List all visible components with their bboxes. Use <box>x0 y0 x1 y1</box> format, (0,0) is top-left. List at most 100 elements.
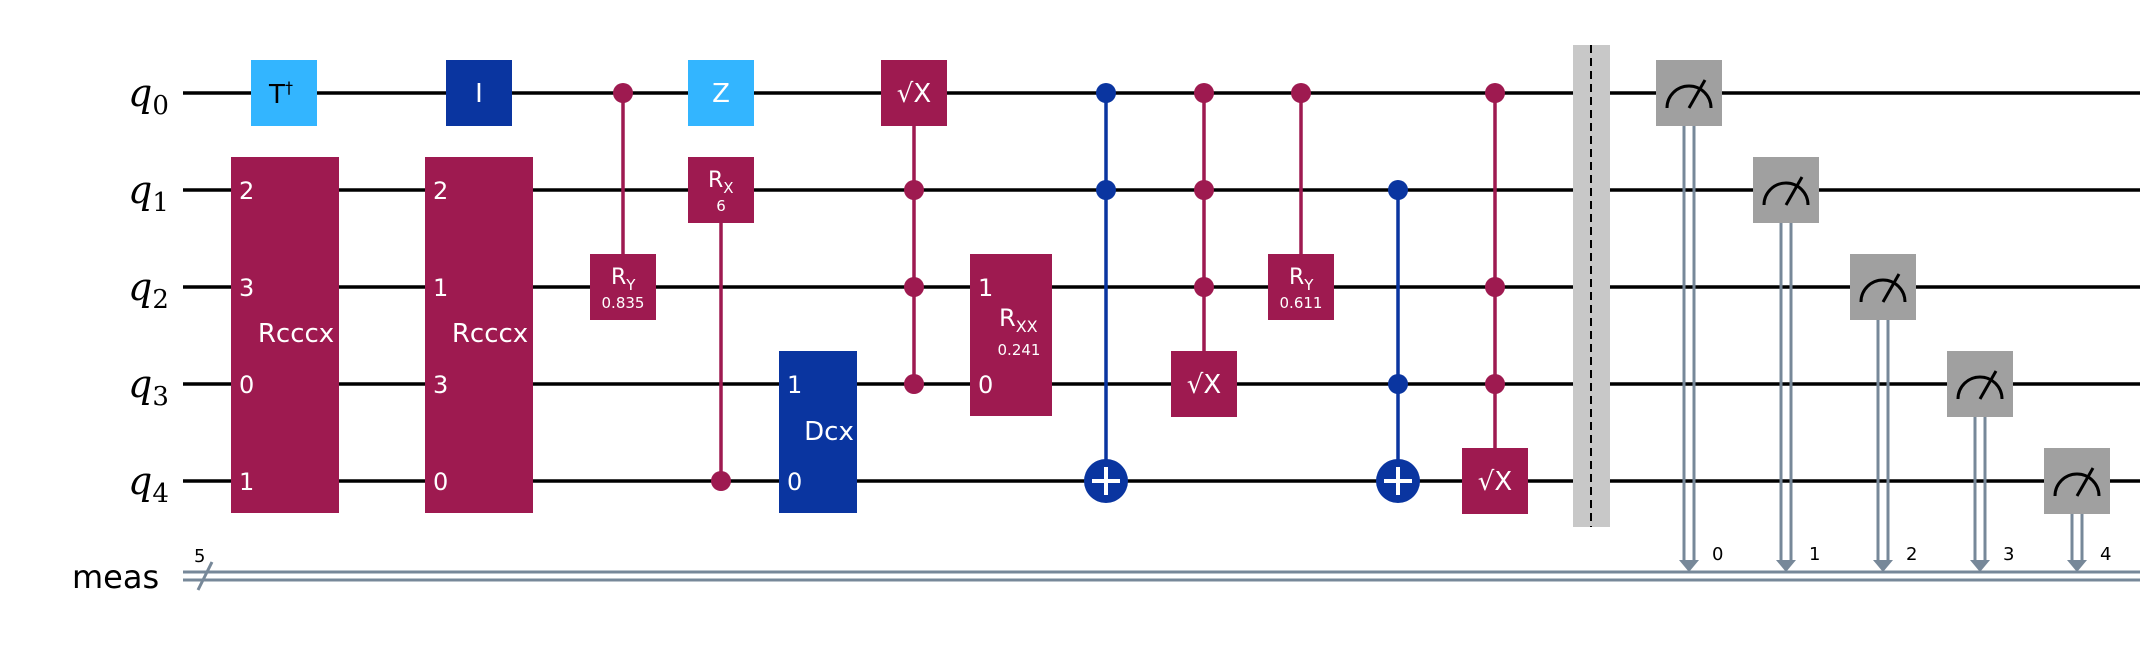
measurement-2: 2 <box>1850 254 1917 572</box>
gate-rxx-param: 0.241 <box>998 341 1041 359</box>
control-dot <box>1194 83 1214 103</box>
gate-dcx: 1 0 Dcx <box>779 351 857 513</box>
pin-label: 2 <box>239 177 254 205</box>
gate-cry-2: RY 0.611 <box>1268 83 1334 320</box>
gate-cry-1: RY 0.835 <box>590 83 656 320</box>
classical-wire: 5 <box>183 546 2140 591</box>
measure-bit-label: 4 <box>2100 544 2111 565</box>
gate-cry-1-param: 0.835 <box>602 294 645 312</box>
gate-rxx-label: RXX <box>999 304 1038 336</box>
gate-cry-2-label: RY <box>1289 265 1314 294</box>
gate-tdg: T† <box>251 60 317 126</box>
gate-crx-box <box>688 157 754 223</box>
control-dot <box>1388 374 1408 394</box>
pin-label: 0 <box>787 468 802 496</box>
control-dot <box>711 471 731 491</box>
gate-csx-mid-label: √X <box>1187 370 1221 400</box>
control-dot <box>1485 374 1505 394</box>
gate-rcccx-2-box <box>425 157 533 513</box>
label-q4: q4 <box>128 459 169 509</box>
meter-icon <box>1665 84 1713 109</box>
control-dot <box>1096 180 1116 200</box>
gate-csx-bot-box <box>1462 448 1528 514</box>
pin-label: 2 <box>433 177 448 205</box>
label-q2: q2 <box>128 265 169 315</box>
control-dot <box>904 180 924 200</box>
measure-bit-label: 0 <box>1712 544 1723 565</box>
gate-rcccx-1-box <box>231 157 339 513</box>
control-dot <box>1194 180 1214 200</box>
control-dot <box>1485 277 1505 297</box>
pin-label: 0 <box>978 371 993 399</box>
bus-slash <box>196 561 214 591</box>
gate-cry-1-box <box>590 254 656 320</box>
gate-dcx-box <box>779 351 857 513</box>
gate-rxx: 1 0 RXX 0.241 <box>970 254 1052 416</box>
measurement-0: 0 <box>1656 60 1723 572</box>
gate-csx-bot-label: √X <box>1478 467 1512 497</box>
measurement-1: 1 <box>1753 157 1820 572</box>
measure-box <box>1947 351 2013 417</box>
pin-label: 3 <box>433 371 448 399</box>
control-dot <box>904 277 924 297</box>
gate-csx-top: √X <box>881 60 947 394</box>
label-q1: q1 <box>128 168 169 218</box>
pin-label: 0 <box>239 371 254 399</box>
measure-box <box>2044 448 2110 514</box>
gate-cry-2-param: 0.611 <box>1280 294 1323 312</box>
measurement-4: 4 <box>2044 448 2111 572</box>
gate-csx-top-box <box>881 60 947 126</box>
gate-identity: I <box>446 60 512 126</box>
gate-crx-label: RX <box>708 168 734 197</box>
gate-identity-box <box>446 60 512 126</box>
measure-box <box>1656 60 1722 126</box>
pin-label: 1 <box>787 371 802 399</box>
label-meas: meas <box>72 558 159 596</box>
bus-width: 5 <box>194 546 205 567</box>
control-dot <box>1194 277 1214 297</box>
label-q0: q0 <box>128 71 169 121</box>
control-dot <box>1388 180 1408 200</box>
gate-rcccx-2: 2 1 3 0 Rcccx <box>425 157 533 513</box>
gate-dcx-label: Dcx <box>804 417 854 447</box>
meter-icon <box>1859 278 1907 303</box>
gate-csx-bot: √X <box>1462 83 1528 514</box>
control-dot <box>1291 83 1311 103</box>
pin-label: 0 <box>433 468 448 496</box>
gate-rcccx-1-label: Rcccx <box>258 319 334 349</box>
gate-z-box <box>688 60 754 126</box>
pin-label: 1 <box>978 274 993 302</box>
gate-ccx-2 <box>1376 180 1420 503</box>
control-dot <box>1096 83 1116 103</box>
gate-crx-param: 6 <box>716 197 726 215</box>
gate-tdg-box <box>251 60 317 126</box>
gate-rcccx-2-label: Rcccx <box>452 319 528 349</box>
gate-cry-2-box <box>1268 254 1334 320</box>
gate-cry-1-label: RY <box>611 265 636 294</box>
gate-tdg-label: T† <box>268 78 293 110</box>
gate-csx-mid: √X <box>1171 83 1237 417</box>
label-q3: q3 <box>128 362 169 412</box>
gate-rxx-box <box>970 254 1052 416</box>
barrier <box>1573 45 1610 527</box>
gate-rcccx-1: 2 3 0 1 Rcccx <box>231 157 339 513</box>
pin-label: 3 <box>239 274 254 302</box>
control-dot <box>613 83 633 103</box>
measure-bit-label: 2 <box>1906 544 1917 565</box>
gate-identity-label: I <box>475 79 483 109</box>
gate-z: Z <box>688 60 754 126</box>
measurement-3: 3 <box>1947 351 2014 572</box>
pin-label: 1 <box>433 274 448 302</box>
gate-csx-top-label: √X <box>897 79 931 109</box>
meter-icon <box>1762 181 1810 206</box>
control-dot <box>1485 83 1505 103</box>
gate-csx-mid-box <box>1171 351 1237 417</box>
measure-bit-label: 1 <box>1809 544 1820 565</box>
pin-label: 1 <box>239 468 254 496</box>
meter-icon <box>1956 375 2004 400</box>
gate-crx: RX 6 <box>688 157 754 491</box>
wire-labels: q0 q1 q2 q3 q4 meas <box>72 71 169 596</box>
gate-ccx-1 <box>1084 83 1128 503</box>
measure-box <box>1753 157 1819 223</box>
